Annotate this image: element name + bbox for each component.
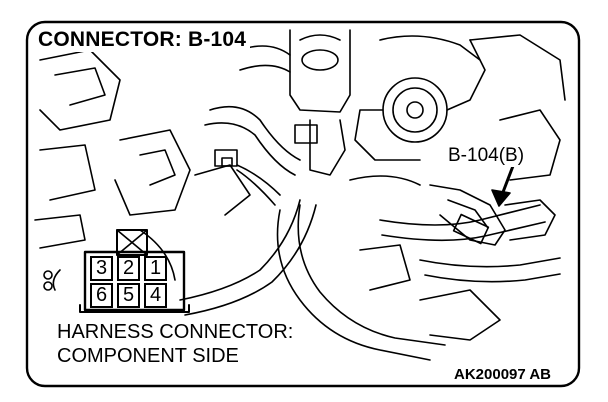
connector-pin-5: 5 — [117, 283, 140, 308]
connector-pin-2: 2 — [117, 256, 140, 281]
frame-border — [25, 20, 581, 388]
connector-pin-1: 1 — [144, 256, 167, 281]
harness-label-line2: COMPONENT SIDE — [57, 345, 239, 367]
throttle-body-drawing — [239, 29, 486, 186]
connector-callout-label: B-104(B) — [446, 145, 527, 167]
harness-label-line1: HARNESS CONNECTOR: — [57, 321, 294, 343]
connector-pin-4: 4 — [144, 283, 167, 308]
figure-id: AK200097 AB — [452, 366, 553, 384]
connector-face-housing — [79, 229, 190, 313]
callout-arrow — [491, 164, 515, 207]
harness-connector-label: HARNESS CONNECTOR: COMPONENT SIDE — [54, 320, 297, 368]
diagram-title: CONNECTOR: B-104 — [34, 28, 251, 52]
connector-pin-6: 6 — [90, 283, 113, 308]
connector-pin-3: 3 — [90, 256, 113, 281]
right-components-drawing — [359, 34, 566, 341]
hose-drawing — [179, 105, 561, 361]
left-components-drawing — [34, 49, 281, 291]
screw-detail — [43, 270, 53, 291]
